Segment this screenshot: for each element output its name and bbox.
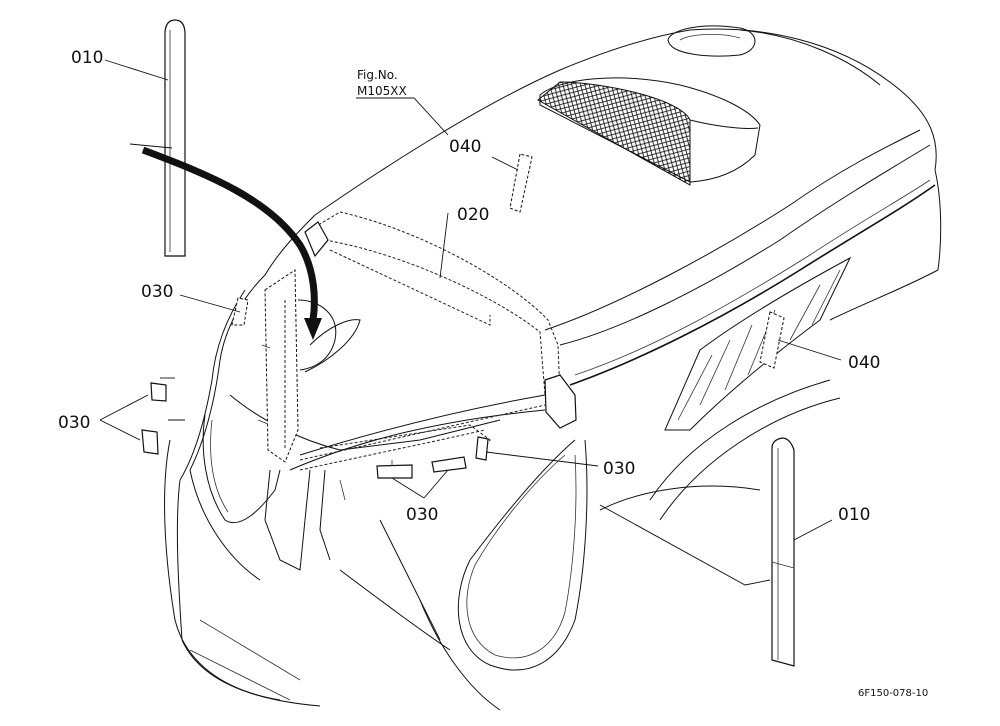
leader-lines	[99, 59, 842, 586]
block-030-bottom-b	[431, 456, 467, 473]
callout-030-bottom: 030	[406, 505, 438, 525]
fig-no-label: Fig.No.	[357, 68, 398, 82]
cab-body-outline	[164, 25, 942, 711]
callout-030-upper: 030	[141, 282, 173, 302]
seal-strip-010-right	[771, 437, 795, 667]
seal-strip-010-top	[164, 19, 186, 257]
callout-040-top: 040	[449, 137, 481, 157]
callout-020: 020	[457, 205, 489, 225]
fig-no-value: M105XX	[357, 84, 407, 98]
callout-030-mid-right: 030	[603, 459, 635, 479]
block-030-left-b	[141, 429, 159, 455]
callout-030-left: 030	[58, 413, 90, 433]
seal-strip-040-right	[759, 311, 785, 369]
block-030-upper	[231, 297, 249, 326]
callout-040-right: 040	[848, 353, 880, 373]
callout-010-right: 010	[838, 505, 870, 525]
seal-strip-040-top	[509, 153, 533, 213]
block-030-left-a	[150, 382, 167, 402]
direction-arrow	[129, 143, 322, 340]
block-030-bottom-a	[376, 460, 413, 479]
drawing-code: 6F150-078-10	[858, 688, 928, 699]
callout-010-top: 010	[71, 48, 103, 68]
block-030-door	[475, 436, 489, 461]
